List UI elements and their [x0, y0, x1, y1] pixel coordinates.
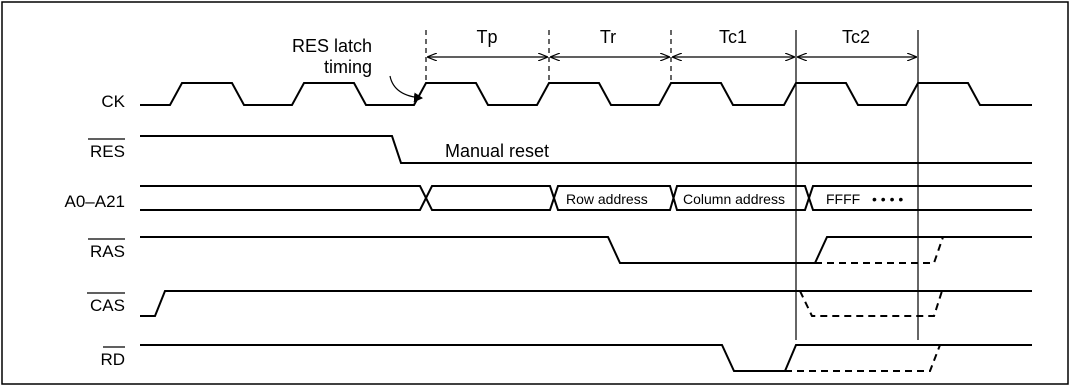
- signal-label-rd: RD: [100, 350, 125, 369]
- row-address-label: Row address: [566, 191, 648, 207]
- manual-reset-label: Manual reset: [445, 141, 549, 161]
- res-waveform: [140, 135, 1032, 164]
- res-latch-label-line1: RES latch: [292, 36, 372, 56]
- continuation-dots: • • • •: [872, 191, 903, 207]
- signal-label-res: RES: [90, 142, 125, 161]
- ffff-label: FFFF: [826, 191, 860, 207]
- res-latch-label-line2: timing: [324, 57, 372, 77]
- ras-dashed-alt: [815, 236, 944, 264]
- cas-waveform: [140, 290, 1032, 317]
- signal-label-ras: RAS: [90, 242, 125, 261]
- cas-dashed-alt: [799, 290, 943, 317]
- rd-dashed-alt: [785, 344, 941, 372]
- period-tc2-label: Tc2: [842, 27, 870, 47]
- address-bus: [140, 185, 1032, 211]
- signal-label-ck: CK: [101, 92, 125, 111]
- period-tr-label: Tr: [600, 27, 616, 47]
- column-address-label: Column address: [683, 191, 785, 207]
- period-tc1-label: Tc1: [719, 27, 747, 47]
- ras-waveform: [140, 236, 1032, 264]
- signal-label-addr: A0–A21: [65, 192, 126, 211]
- res-latch-arrow: [389, 75, 423, 103]
- signal-label-cas: CAS: [90, 296, 125, 315]
- rd-waveform: [140, 344, 1032, 372]
- period-tp-label: Tp: [476, 27, 497, 47]
- ck-waveform: [140, 82, 1032, 106]
